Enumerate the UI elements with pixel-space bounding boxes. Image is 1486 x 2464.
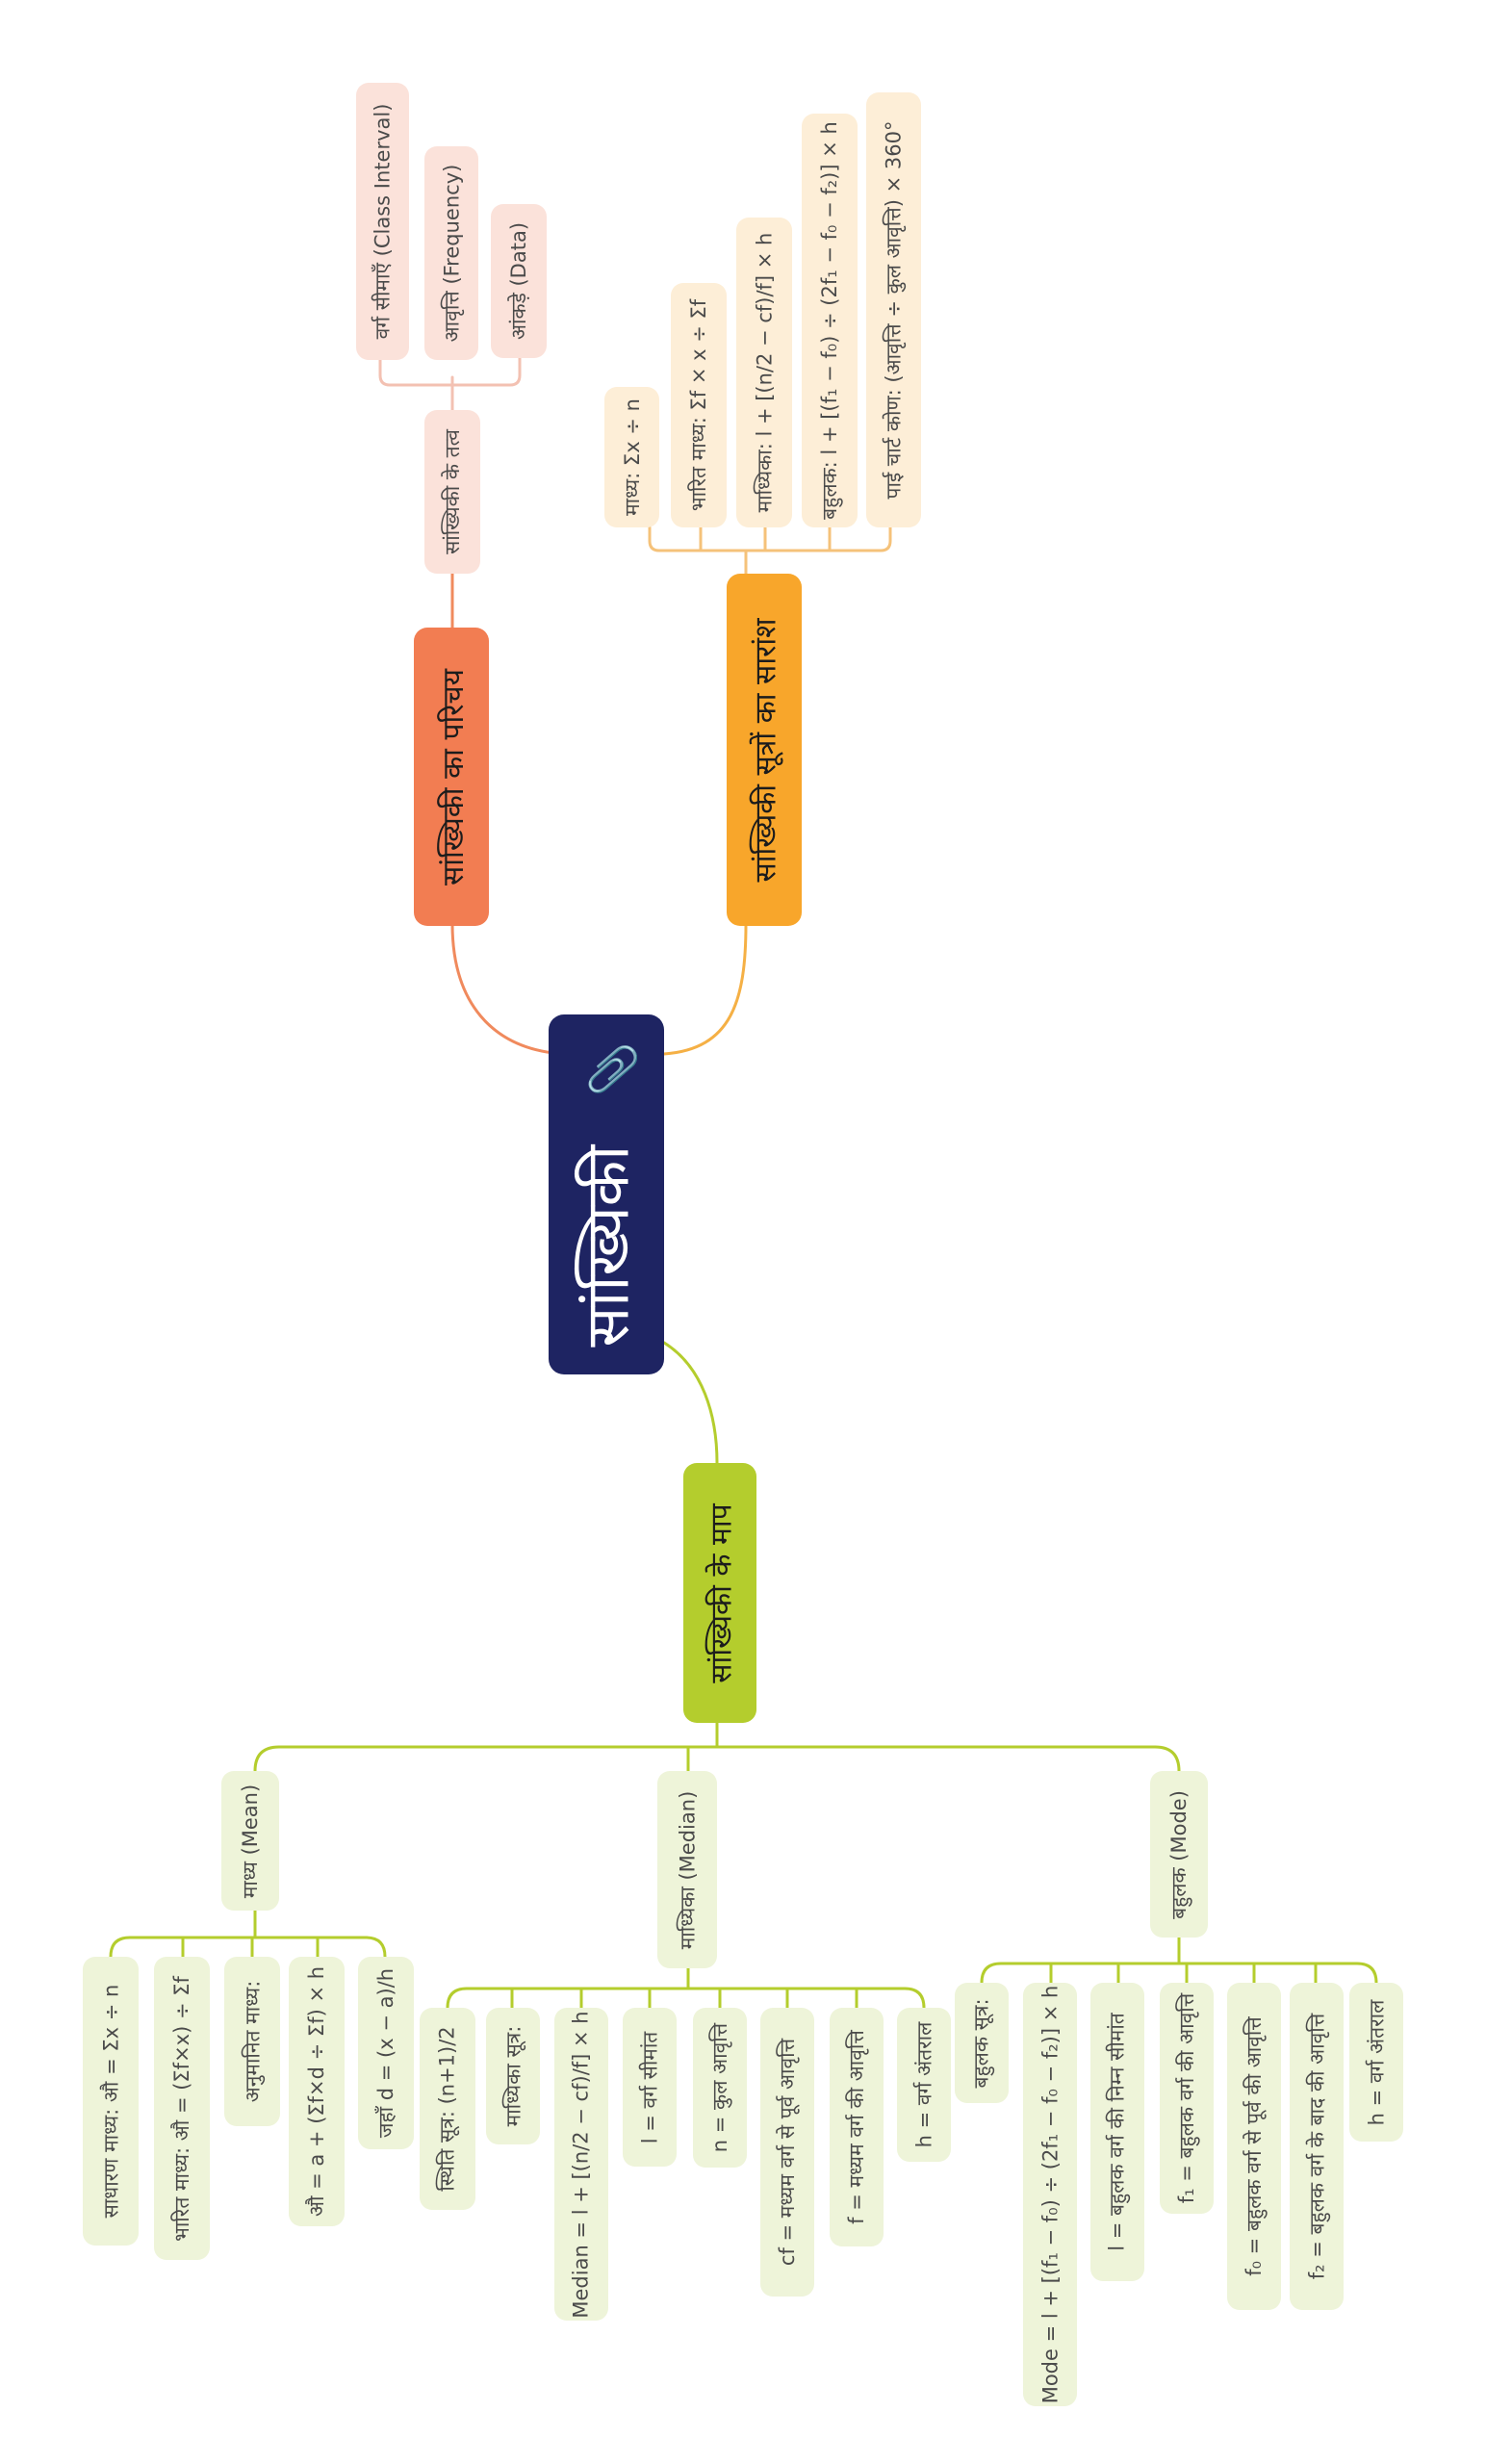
mean-item-label: जहाँ d = (x − a)/h (374, 1967, 398, 2139)
mode-item-label: f₂ = बहुलक वर्ग के बाद की आवृत्ति (1305, 2013, 1329, 2280)
mean-item[interactable]: अनुमानित माध्य: (224, 1957, 280, 2126)
mode-item-label: बहुलक सूत्र: (970, 1997, 994, 2089)
summary-item-label: भारित माध्य: Σf × x ÷ Σf (687, 298, 710, 512)
mean-item[interactable]: जहाँ d = (x − a)/h (358, 1957, 414, 2149)
connector-summary-bracket (648, 526, 892, 576)
median-item-label: n = कुल आवृत्ति (708, 2022, 732, 2153)
median-item-label: l = वर्ग सीमांत (638, 2031, 661, 2143)
median-item-label: स्थिति सूत्र: (n+1)/2 (436, 2026, 460, 2192)
mode-item-label: Mode = l + [(f₁ − f₀) ÷ (2f₁ − f₀ − f₂)]… (1038, 1985, 1062, 2404)
intro-item-label: आवृत्ति (Frequency) (440, 164, 464, 343)
mean-label: माध्य (Mean) (239, 1784, 263, 1898)
intro-item[interactable]: आवृत्ति (Frequency) (424, 146, 478, 360)
connector-mean-bracket (109, 1909, 387, 1959)
mean-item[interactable]: औ = a + (Σf×d ÷ Σf) × h (289, 1957, 345, 2226)
connector-mode-bracket (980, 1936, 1378, 1985)
mode-item-label: l = बहुलक वर्ग की निम्न सीमांत (1106, 2013, 1130, 2251)
mode-item[interactable]: h = वर्ग अंतराल (1349, 1983, 1403, 2142)
summary-item[interactable]: माध्यिका: l + [(n/2 − cf)/f] × h (736, 218, 792, 527)
median-node[interactable]: माध्यिका (Median) (657, 1771, 717, 1968)
median-item-label: cf = मध्यम वर्ग से पूर्व आवृत्ति (776, 2038, 800, 2267)
mean-item-label: अनुमानित माध्य: (241, 1980, 264, 2103)
median-item-label: f = मध्यम वर्ग की आवृत्ति (845, 2030, 868, 2224)
branch-measures-label: सांख्यिकी के माप (705, 1502, 739, 1683)
median-item-label: Median = l + [(n/2 − cf)/f] × h (570, 2010, 593, 2319)
branch-summary-label: सांख्यिकी सूत्रों का सारांश (749, 617, 783, 883)
intro-item-label: वर्ग सीमाएँ (Class Interval) (371, 103, 395, 340)
branch-measures[interactable]: सांख्यिकी के माप (683, 1463, 756, 1723)
summary-item[interactable]: भारित माध्य: Σf × x ÷ Σf (671, 283, 727, 527)
mean-node[interactable]: माध्य (Mean) (221, 1771, 279, 1911)
connector-median-bracket (446, 1966, 926, 2010)
summary-item[interactable]: माध्य: Σx ÷ n (604, 387, 659, 527)
median-item[interactable]: f = मध्यम वर्ग की आवृत्ति (830, 2008, 884, 2246)
connector-measures-trunk (253, 1721, 1181, 1773)
connector-summary (662, 922, 748, 1056)
median-item-label: h = वर्ग अंतराल (912, 2021, 935, 2148)
mode-label: बहुलक (Mode) (1167, 1789, 1191, 1919)
branch-intro-label: सांख्यिकी का परिचय (436, 668, 471, 886)
mode-item-label: h = वर्ग अंतराल (1365, 1999, 1388, 2125)
mean-item-label: औ = a + (Σf×d ÷ Σf) × h (305, 1965, 328, 2218)
mean-item-label: भारित माध्य: औ = (Σf×x) ÷ Σf (170, 1975, 193, 2242)
mean-item[interactable]: भारित माध्य: औ = (Σf×x) ÷ Σf (154, 1957, 210, 2260)
intro-elements-node[interactable]: सांख्यिकी के तत्व (424, 410, 480, 574)
median-item[interactable]: Median = l + [(n/2 − cf)/f] × h (554, 2008, 608, 2321)
mode-item[interactable]: f₂ = बहुलक वर्ग के बाद की आवृत्ति (1290, 1983, 1344, 2310)
median-item[interactable]: l = वर्ग सीमांत (623, 2008, 677, 2167)
intro-item-label: आंकड़े (Data) (507, 221, 530, 341)
mode-item[interactable]: f₁ = बहुलक वर्ग की आवृत्ति (1160, 1983, 1214, 2214)
median-item[interactable]: cf = मध्यम वर्ग से पूर्व आवृत्ति (760, 2008, 814, 2297)
summary-item-label: माध्यिका: l + [(n/2 − cf)/f] × h (753, 232, 776, 513)
root-node[interactable]: सांख्यिकी 📎 (549, 1014, 664, 1374)
connector-measures (662, 1341, 719, 1465)
branch-intro[interactable]: सांख्यिकी का परिचय (414, 628, 489, 926)
paperclip-icon: 📎 (587, 1041, 639, 1097)
mode-item-label: f₀ = बहुलक वर्ग से पूर्व की आवृत्ति (1243, 2016, 1267, 2276)
mean-item-label: साधारण माध्य: औ = Σx ÷ n (99, 1984, 122, 2219)
connector-intro-sub-bracket (378, 355, 522, 412)
summary-item-label: बहुलक: l + [(f₁ − f₀) ÷ (2f₁ − f₀ − f₂)]… (818, 121, 841, 520)
mean-item[interactable]: साधारण माध्य: औ = Σx ÷ n (83, 1957, 139, 2246)
mode-item[interactable]: l = बहुलक वर्ग की निम्न सीमांत (1090, 1983, 1144, 2281)
mode-item-label: f₁ = बहुलक वर्ग की आवृत्ति (1175, 1992, 1199, 2204)
intro-elements-label: सांख्यिकी के तत्व (441, 429, 465, 554)
median-item[interactable]: n = कुल आवृत्ति (693, 2008, 747, 2168)
summary-item-label: पाई चार्ट कोण: (आवृत्ति ÷ कुल आवृत्ति) ×… (882, 120, 906, 500)
summary-item-label: माध्य: Σx ÷ n (620, 398, 644, 516)
mode-node[interactable]: बहुलक (Mode) (1150, 1771, 1208, 1938)
summary-item[interactable]: पाई चार्ट कोण: (आवृत्ति ÷ कुल आवृत्ति) ×… (866, 92, 921, 527)
branch-summary[interactable]: सांख्यिकी सूत्रों का सारांश (727, 574, 802, 926)
mode-item[interactable]: बहुलक सूत्र: (955, 1983, 1009, 2103)
intro-item[interactable]: वर्ग सीमाएँ (Class Interval) (356, 83, 409, 360)
median-item-label: माध्यिका सूत्र: (501, 2025, 525, 2127)
median-label: माध्यिका (Median) (676, 1790, 699, 1949)
summary-item[interactable]: बहुलक: l + [(f₁ − f₀) ÷ (2f₁ − f₀ − f₂)]… (802, 114, 858, 527)
mode-item[interactable]: Mode = l + [(f₁ − f₀) ÷ (2f₁ − f₀ − f₂)]… (1023, 1983, 1077, 2406)
connector-intro (450, 922, 565, 1056)
intro-item[interactable]: आंकड़े (Data) (491, 204, 547, 358)
median-item[interactable]: स्थिति सूत्र: (n+1)/2 (420, 2008, 475, 2210)
mode-item[interactable]: f₀ = बहुलक वर्ग से पूर्व की आवृत्ति (1227, 1983, 1281, 2310)
median-item[interactable]: माध्यिका सूत्र: (486, 2008, 540, 2144)
root-label: सांख्यिकी (573, 1144, 643, 1348)
median-item[interactable]: h = वर्ग अंतराल (897, 2008, 951, 2162)
